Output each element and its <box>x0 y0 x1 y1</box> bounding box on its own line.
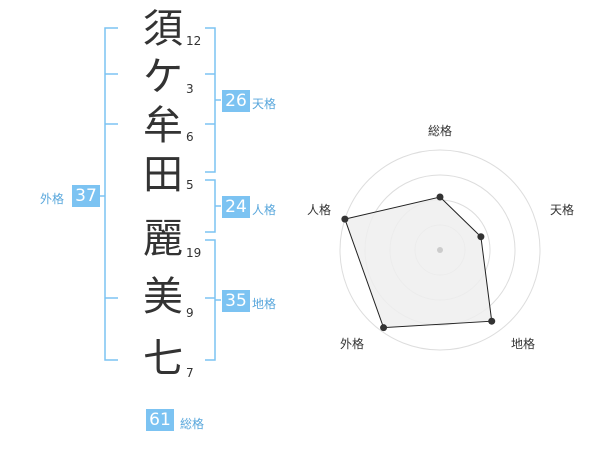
tenkaku-value-box: 26 <box>222 90 250 112</box>
name-char-1: 須 <box>143 6 183 52</box>
radar-axis-label-chikaku: 地格 <box>511 337 536 351</box>
gaikaku-label: 外格 <box>40 192 65 206</box>
soukaku-label: 総格 <box>180 417 205 431</box>
chikaku-label: 地格 <box>252 297 277 311</box>
radar-axis-label-jinkaku: 人格 <box>307 203 332 217</box>
radar-center <box>437 247 443 253</box>
radar-axis-label-tenkaku: 天格 <box>550 203 575 217</box>
stroke-count-2: 3 <box>186 82 194 96</box>
stroke-count-4: 5 <box>186 178 194 192</box>
name-char-4: 田 <box>143 152 183 198</box>
stroke-count-7: 7 <box>186 366 194 380</box>
radar-axis-label-gaikaku: 外格 <box>340 337 365 351</box>
stroke-count-6: 9 <box>186 306 194 320</box>
radar-axis-label-soukaku: 総格 <box>428 124 453 138</box>
name-char-2: ケ <box>143 54 183 100</box>
radar-ring-4 <box>339 149 541 351</box>
soukaku-value-box: 61 <box>146 409 174 431</box>
radar-point-4 <box>380 324 388 332</box>
jinkaku-value-box: 24 <box>222 196 250 218</box>
gaikaku-value-box: 37 <box>72 185 100 207</box>
stroke-count-5: 19 <box>186 246 202 260</box>
radar-point-1 <box>436 193 444 201</box>
name-char-6: 美 <box>143 274 183 320</box>
stroke-count-1: 12 <box>186 34 202 48</box>
name-char-7: 七 <box>143 336 183 382</box>
name-char-5: 麗 <box>143 216 183 262</box>
gaikaku-bracket <box>104 27 118 361</box>
radar-point-5 <box>341 215 349 223</box>
jinkaku-label: 人格 <box>252 203 277 217</box>
name-char-3: 牟 <box>143 103 183 149</box>
radar-point-2 <box>477 233 485 241</box>
radar-polygon <box>344 196 493 329</box>
radar-point-3 <box>488 317 496 325</box>
tenkaku-label: 天格 <box>252 97 277 111</box>
chikaku-value-box: 35 <box>222 290 250 312</box>
stroke-count-3: 6 <box>186 130 194 144</box>
